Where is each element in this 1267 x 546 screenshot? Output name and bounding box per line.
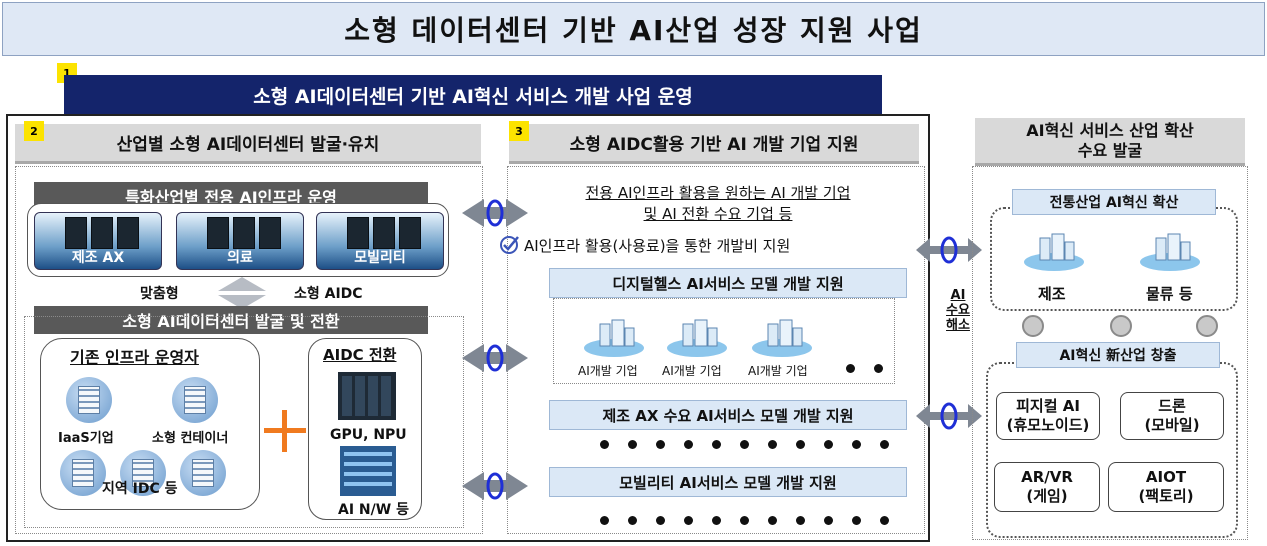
traditional-item-logistics: 물류 등 bbox=[1146, 285, 1193, 303]
box-line: 피지컬 AI bbox=[1016, 397, 1080, 416]
check-text: AI인프라 활용(사용료)을 통한 개발비 지원 bbox=[524, 237, 791, 255]
box-line: (휴모노이드) bbox=[1006, 416, 1090, 434]
tile-medical: 의료 bbox=[176, 212, 304, 270]
label-line: AI bbox=[950, 288, 966, 303]
cloud-building-icon bbox=[584, 319, 644, 357]
cloud-building-icon bbox=[1140, 233, 1200, 271]
gear-icon bbox=[1022, 315, 1044, 337]
cloud-building-icon bbox=[1024, 233, 1084, 271]
new-industry-box-drone: 드론 (모바일) bbox=[1120, 392, 1224, 440]
plus-icon bbox=[264, 410, 306, 452]
existing-item-container: 소형 컨테이너 bbox=[152, 431, 229, 446]
companies-area bbox=[553, 298, 895, 384]
section3-area bbox=[507, 166, 925, 534]
traditional-title: 전통산업 AI혁신 확산 bbox=[1012, 189, 1216, 215]
new-industry-title: AI혁신 新산업 창출 bbox=[1016, 342, 1220, 368]
existing-infra-title: 기존 인프라 운영자 bbox=[70, 348, 199, 367]
aidc-item-network: AI N/W 등 bbox=[338, 502, 409, 518]
box-line: (모바일) bbox=[1144, 416, 1200, 434]
traditional-item-manufacturing: 제조 bbox=[1038, 285, 1066, 303]
exchange-arrow-icon bbox=[462, 344, 528, 372]
right-header: AI혁신 서비스 산업 확산 수요 발굴 bbox=[975, 118, 1245, 166]
building-icon bbox=[66, 377, 112, 423]
ellipsis-dots bbox=[600, 440, 889, 449]
manufacturing-pill: 제조 AX 수요 AI서비스 모델 개발 지원 bbox=[549, 400, 907, 430]
up-down-arrow-icon bbox=[218, 277, 266, 309]
demand-line-1: 전용 AI인프라 활용을 원하는 AI 개발 기업 bbox=[585, 184, 851, 202]
label-line: 수요 bbox=[946, 303, 970, 318]
tile-mobility: 모빌리티 bbox=[316, 212, 444, 270]
right-header-line2: 수요 발굴 bbox=[1077, 140, 1143, 160]
aidc-title: AIDC 전환 bbox=[323, 346, 397, 364]
conversion-area bbox=[24, 316, 464, 528]
section-badge-3: 3 bbox=[509, 121, 529, 141]
box-line: 드론 bbox=[1158, 397, 1186, 416]
right-header-line1: AI혁신 서비스 산업 확산 bbox=[1026, 121, 1194, 141]
new-industry-box-physical-ai: 피지컬 AI (휴모노이드) bbox=[996, 392, 1100, 440]
section-badge-2: 2 bbox=[24, 121, 44, 141]
label-line: 해소 bbox=[946, 318, 970, 333]
company-label: AI개발 기업 bbox=[662, 364, 722, 378]
new-industry-box-arvr: AR/VR (게임) bbox=[994, 462, 1100, 512]
tile-label: 모빌리티 bbox=[354, 250, 406, 266]
exchange-arrow-icon bbox=[916, 402, 982, 430]
aidc-item-gpu: GPU, NPU bbox=[330, 427, 407, 443]
demand-line-2: 및 AI 전환 수요 기업 등 bbox=[643, 205, 793, 223]
mobility-pill: 모빌리티 AI서비스 모델 개발 지원 bbox=[549, 467, 907, 497]
page-title: 소형 데이터센터 기반 AI산업 성장 지원 사업 bbox=[2, 2, 1265, 56]
cloud-building-icon bbox=[752, 319, 812, 357]
cloud-building-icon bbox=[667, 319, 727, 357]
gear-icon bbox=[1196, 315, 1218, 337]
existing-item-idc: 지역 IDC 등 bbox=[102, 481, 178, 497]
check-circle-icon bbox=[500, 236, 519, 254]
gear-icon bbox=[1110, 315, 1132, 337]
right-area bbox=[972, 166, 1248, 540]
box-line: AIOT bbox=[1145, 468, 1187, 487]
new-industry-box-aiot: AIOT (팩토리) bbox=[1108, 462, 1224, 512]
box-line: AR/VR bbox=[1021, 468, 1073, 487]
building-icon bbox=[172, 377, 218, 423]
exchange-arrow-icon bbox=[462, 199, 528, 227]
exchange-arrow-icon bbox=[916, 236, 982, 264]
tile-manufacturing: 제조 AX bbox=[34, 212, 162, 270]
gpu-server-icon bbox=[338, 372, 396, 420]
box-line: (팩토리) bbox=[1138, 487, 1194, 505]
company-label: AI개발 기업 bbox=[748, 364, 808, 378]
label-custom: 맞춤형 bbox=[140, 286, 179, 302]
exchange-arrow-icon bbox=[462, 472, 528, 500]
section3-header: 소형 AIDC활용 기반 AI 개발 기업 지원 bbox=[509, 124, 919, 164]
main-frame bbox=[6, 114, 930, 542]
box-line: (게임) bbox=[1026, 487, 1068, 505]
network-switch-icon bbox=[340, 446, 396, 496]
tile-label: 의료 bbox=[227, 250, 253, 266]
building-icon bbox=[60, 450, 106, 496]
ellipsis-dots bbox=[846, 364, 883, 373]
section1-banner: 소형 AI데이터센터 기반 AI혁신 서비스 개발 사업 운영 bbox=[64, 75, 882, 115]
existing-item-iaas: IaaS기업 bbox=[58, 431, 114, 446]
digital-health-pill: 디지털헬스 AI서비스 모델 개발 지원 bbox=[549, 268, 907, 298]
building-icon bbox=[180, 450, 226, 496]
section2-header: 산업별 소형 AI데이터센터 발굴·유치 bbox=[15, 124, 481, 164]
label-small-aidc: 소형 AIDC bbox=[294, 286, 363, 302]
building-icon bbox=[120, 450, 166, 496]
company-label: AI개발 기업 bbox=[578, 364, 638, 378]
tile-label: 제조 AX bbox=[71, 250, 125, 266]
ellipsis-dots bbox=[600, 516, 889, 525]
demand-resolve-label: AI 수요 해소 bbox=[945, 288, 971, 333]
